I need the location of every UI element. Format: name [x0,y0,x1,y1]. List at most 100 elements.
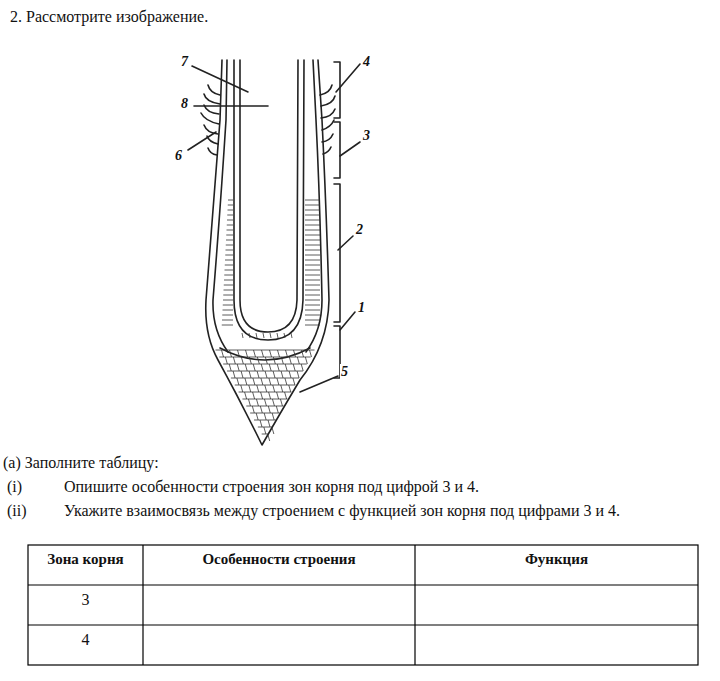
cell-wall [225,255,233,256]
cell-wall [216,350,315,351]
cell-wall [226,240,233,241]
cell-wall [305,290,320,291]
cell-wall [237,378,239,385]
cell-wall [225,357,227,364]
question-title: 2. Рассмотрите изображение. [10,8,208,26]
cell-wall [227,215,233,216]
cell-wall [245,378,247,385]
cell-wall [223,310,234,311]
cell-wall [305,265,320,266]
cell-wall [305,315,320,316]
cell-wall [281,357,283,364]
cell-wall [228,210,234,211]
cell-wall [249,371,251,378]
cell-wall [291,333,292,338]
cell-wall [305,260,320,261]
table-header: Особенности строения [202,551,355,568]
cell-wall [253,378,255,385]
cell-wall [284,333,285,338]
cell-wall [261,392,263,399]
callout-number: 6 [174,148,183,164]
cell-wall [227,230,234,231]
cell-wall [223,295,233,296]
cell-wall [277,392,279,399]
cell-wall [277,378,279,385]
cell-wall [289,371,291,378]
cell-wall [297,371,299,378]
cell-wall [286,350,288,357]
cell-wall [252,406,254,413]
cell-wall [305,275,320,276]
callout-number: 2 [355,222,364,238]
cell-wall [264,413,266,420]
cell-wall [262,434,269,435]
cell-wall [230,350,232,357]
cell-wall [294,350,296,357]
cell-wall [222,350,224,357]
cell-wall [256,333,257,338]
cell-wall [238,350,240,357]
cell-wall [305,320,320,321]
cell-wall [273,385,275,392]
cell-wall [264,399,266,406]
cell-wall [241,385,243,392]
cell-wall [227,225,233,226]
cell-wall [224,290,234,291]
cell-wall [305,220,320,221]
cell-wall [302,350,304,357]
cell-wall [268,420,270,427]
cell-wall [272,399,274,406]
task-number: (i) [7,478,22,496]
cell-wall [223,305,233,306]
cell-wall [239,392,292,393]
cell-wall [249,385,251,392]
cell-wall [285,378,287,385]
cell-wall [289,385,291,392]
cell-wall [305,295,320,296]
cell-wall [257,357,259,364]
callout-number: 5 [340,364,349,380]
cell-wall [285,364,287,371]
cell-wall [301,364,303,371]
cell-wall [305,270,320,271]
cell-wall [278,350,280,357]
table-header: Зона корня [47,551,123,568]
cell-wall [273,371,275,378]
cell-wall [293,364,295,371]
cell-wall [245,392,247,399]
cell-wall [281,371,283,378]
callout-number: 1 [357,300,366,316]
cell-wall [305,235,320,236]
cell-wall [270,350,272,357]
cell-wall [264,427,266,434]
callout-number: 7 [180,54,189,70]
cell-wall [273,357,275,364]
cell-wall [231,378,299,379]
cell-wall [277,333,278,338]
cell-wall [305,285,320,286]
task-text: (а) Заполните таблицу: [3,454,159,472]
cell-wall [225,265,233,266]
cell-wall [285,392,287,399]
cell-wall [250,413,280,414]
cell-wall [305,357,307,364]
cell-wall [305,200,320,201]
cell-wall [241,371,243,378]
cell-wall [265,385,267,392]
cell-wall [223,300,233,301]
cell-wall [297,357,299,364]
cell-wall [260,406,262,413]
table-header: Функция [525,551,588,568]
cell-wall [237,364,239,371]
cell-wall [272,413,274,420]
cell-wall [277,364,279,371]
cell-wall [305,310,320,311]
cell-wall [225,270,234,271]
cell-wall [269,364,271,371]
cell-wall [226,245,233,246]
cell-wall [305,305,320,306]
cell-wall [242,333,243,338]
task-text: Опишите особенности строения зон корня п… [64,478,479,496]
cell-wall [233,371,235,378]
cell-wall [268,434,270,441]
